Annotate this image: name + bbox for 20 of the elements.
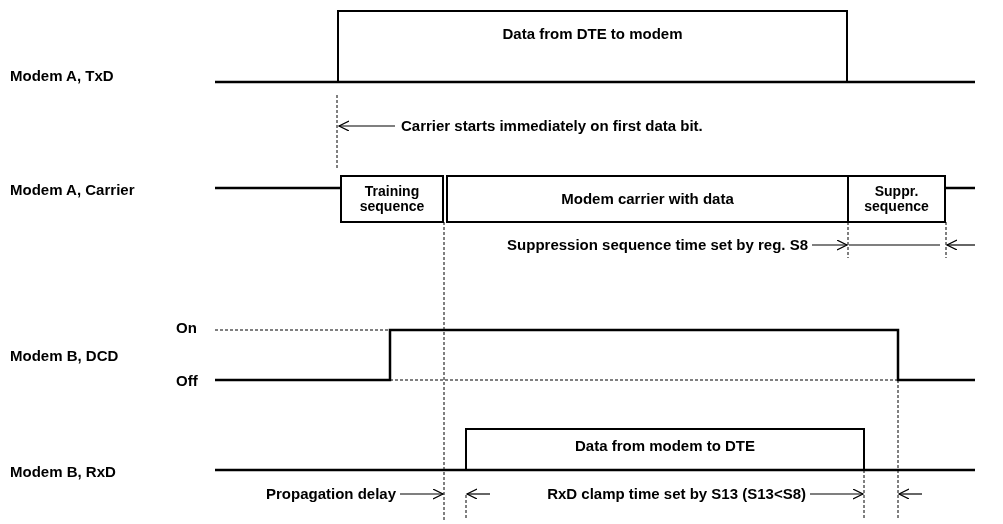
pulse-label: Modem carrier with data — [561, 190, 734, 208]
pulse-label: Data from DTE to modem — [502, 26, 683, 43]
annotation-text: Suppression sequence time set by reg. S8 — [507, 236, 808, 254]
signal-name: Modem A, TxD — [10, 67, 114, 85]
annotation-text: Carrier starts immediately on first data bit. — [401, 117, 703, 135]
pulse-label: Suppr. sequence — [863, 183, 930, 215]
data-pulse — [337, 10, 848, 83]
level-label: On — [176, 319, 197, 337]
carrier-box — [446, 175, 849, 223]
annotation-text: RxD clamp time set by S13 (S13<S8) — [547, 485, 806, 503]
pulse-label: Data from modem to DTE — [575, 438, 755, 455]
signal-name: Modem A, Carrier — [10, 181, 135, 199]
sequence-box — [340, 175, 444, 223]
signal-name: Modem B, RxD — [10, 463, 116, 481]
annotation-text: Propagation delay — [265, 485, 396, 503]
sequence-box — [847, 175, 946, 223]
signal-name: Modem B, DCD — [10, 347, 119, 365]
data-pulse — [465, 428, 865, 471]
pulse-label: Training sequence — [358, 183, 426, 215]
level-label: Off — [176, 372, 198, 390]
